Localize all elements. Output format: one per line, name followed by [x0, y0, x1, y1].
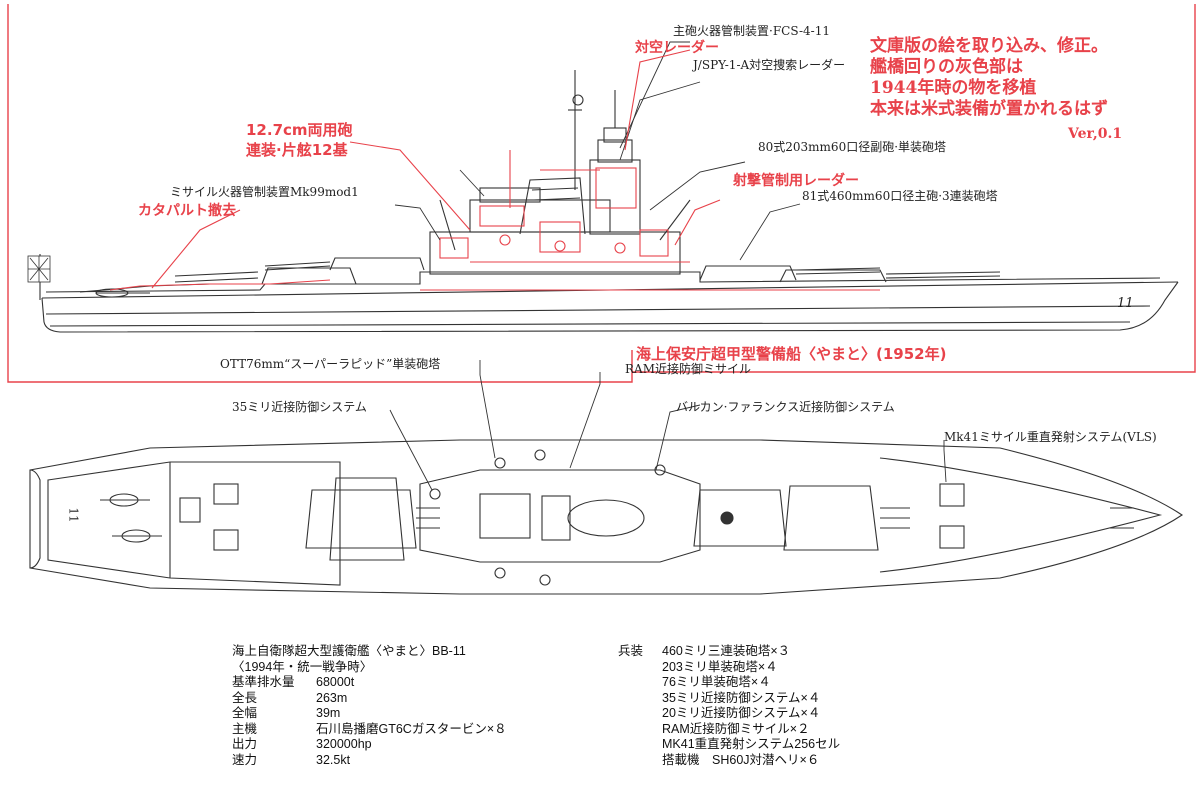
ram-label: RAM近接防御ミサイル	[625, 362, 751, 376]
armament-label: 兵装	[618, 644, 644, 658]
side-red-leader-lines	[151, 49, 721, 289]
spec-key: 全長	[232, 690, 258, 705]
spec-title: 海上自衛隊超大型護衛艦〈やまと〉BB-11	[232, 644, 466, 658]
note-line-2: 艦橋回りの灰色部は	[870, 57, 1023, 77]
spec-value: 263m	[316, 690, 348, 705]
spec-key: 速力	[232, 752, 258, 767]
armament-row: MK41重直発射システム256セル	[618, 737, 840, 753]
red-modification-marks	[109, 150, 880, 291]
armament-row: 20ミリ近接防御システム×４	[618, 706, 840, 722]
dual-gun-red-label-2: 連装·片舷12基	[246, 141, 348, 159]
deck-number: 11	[66, 507, 81, 523]
fire-control-radar-red-label: 射撃管制用レーダー	[733, 173, 859, 189]
fcs-label: 主砲火器管制装置·FCS-4-11	[673, 24, 830, 38]
armament-item: 76ミリ単装砲塔×４	[662, 675, 771, 689]
note-line-3: 1944年時の物を移植	[870, 78, 1037, 98]
main-gun-label: 81式460mm60口径主砲·3連装砲塔	[802, 189, 998, 203]
spy-radar-label: J/SPY-1-A対空捜索レーダー	[693, 58, 846, 72]
armament-row: 35ミリ近接防御システム×４	[618, 691, 840, 707]
armament-item: 203ミリ単装砲塔×４	[662, 659, 778, 674]
spec-value: 39m	[316, 706, 341, 720]
spec-value: 68000t	[316, 675, 355, 689]
vls-label: Mk41ミサイル重直発射システム(VLS)	[944, 430, 1157, 444]
side-view-hull	[39, 70, 1179, 333]
armament-row: RAM近接防御ミサイル×２	[618, 722, 840, 738]
armament-row: 76ミリ単装砲塔×４	[618, 675, 840, 691]
red-frame	[7, 4, 1196, 383]
hull-number: 11	[1117, 296, 1134, 311]
top-view-hull	[29, 439, 1183, 595]
note-line-1: 文庫版の絵を取り込み、修正。	[870, 36, 1108, 56]
armament-item: 460ミリ三連装砲塔×３	[662, 644, 791, 658]
armament-row: 203ミリ単装砲塔×４	[618, 660, 840, 676]
spec-row: 基準排水量 68000t	[232, 675, 507, 691]
spec-subtitle: 〈1994年・統一戦争時〉	[232, 659, 373, 674]
note-line-4: 本来は米式装備が置かれるはず	[870, 99, 1108, 119]
ciws35-label: 35ミリ近接防御システム	[232, 400, 367, 414]
coast-guard-title: 海上保安庁超甲型警備船〈やまと〉(1952年)	[636, 345, 947, 363]
catapult-red-label: カタパルト撤去	[138, 203, 236, 219]
spec-value: 石川島播磨GT6Cガスタービン×８	[316, 721, 507, 736]
armament-item: 35ミリ近接防御システム×４	[662, 690, 821, 705]
spec-key: 全幅	[232, 706, 258, 720]
spec-key: 基準排水量	[232, 675, 295, 689]
armament-item: 20ミリ近接防御システム×４	[662, 706, 821, 720]
top-leader-lines	[389, 360, 947, 491]
spec-row: 全幅 39m	[232, 706, 507, 722]
armament-row: 搭載機 SH60J対潜ヘリ×６	[618, 753, 840, 769]
mk99-label: ミサイル火器管制装置Mk99mod1	[170, 185, 359, 199]
armament-item: MK41重直発射システム256セル	[662, 737, 841, 751]
spec-row: 全長 263m	[232, 691, 507, 707]
spec-row: 主機 石川島播磨GT6Cガスタービン×８	[232, 722, 507, 738]
aa-radar-red-label: 対空レーダー	[635, 40, 719, 56]
spec-block: 海上自衛隊超大型護衛艦〈やまと〉BB-11 〈1994年・統一戦争時〉 基準排水…	[232, 644, 507, 768]
spec-row: 速力 32.5kt	[232, 753, 507, 769]
dual-gun-red-label-1: 12.7cm両用砲	[246, 121, 353, 139]
spec-value: 32.5kt	[316, 752, 351, 767]
armament-item: 搭載機 SH60J対潜ヘリ×６	[662, 752, 820, 767]
armament-block: 兵装 460ミリ三連装砲塔×３ 203ミリ単装砲塔×４ 76ミリ単装砲塔×４ 35…	[618, 644, 840, 768]
ott76-label: OTT76mm“スーパーラピッド”単装砲塔	[220, 357, 441, 371]
spec-key: 主機	[232, 721, 258, 736]
spec-key: 出力	[232, 737, 258, 751]
secondary-gun-label: 80式203mm60口径副砲·単装砲塔	[758, 140, 947, 154]
ensign-flag-icon	[27, 255, 51, 283]
spec-row: 出力 320000hp	[232, 737, 507, 753]
vulcan-label: バルカン·ファランクス近接防御システム	[676, 400, 895, 414]
armament-item: RAM近接防御ミサイル×２	[662, 721, 810, 736]
note-version: Ver,0.1	[1068, 126, 1123, 142]
armament-row: 兵装 460ミリ三連装砲塔×３	[618, 644, 840, 660]
spec-value: 320000hp	[316, 737, 372, 751]
